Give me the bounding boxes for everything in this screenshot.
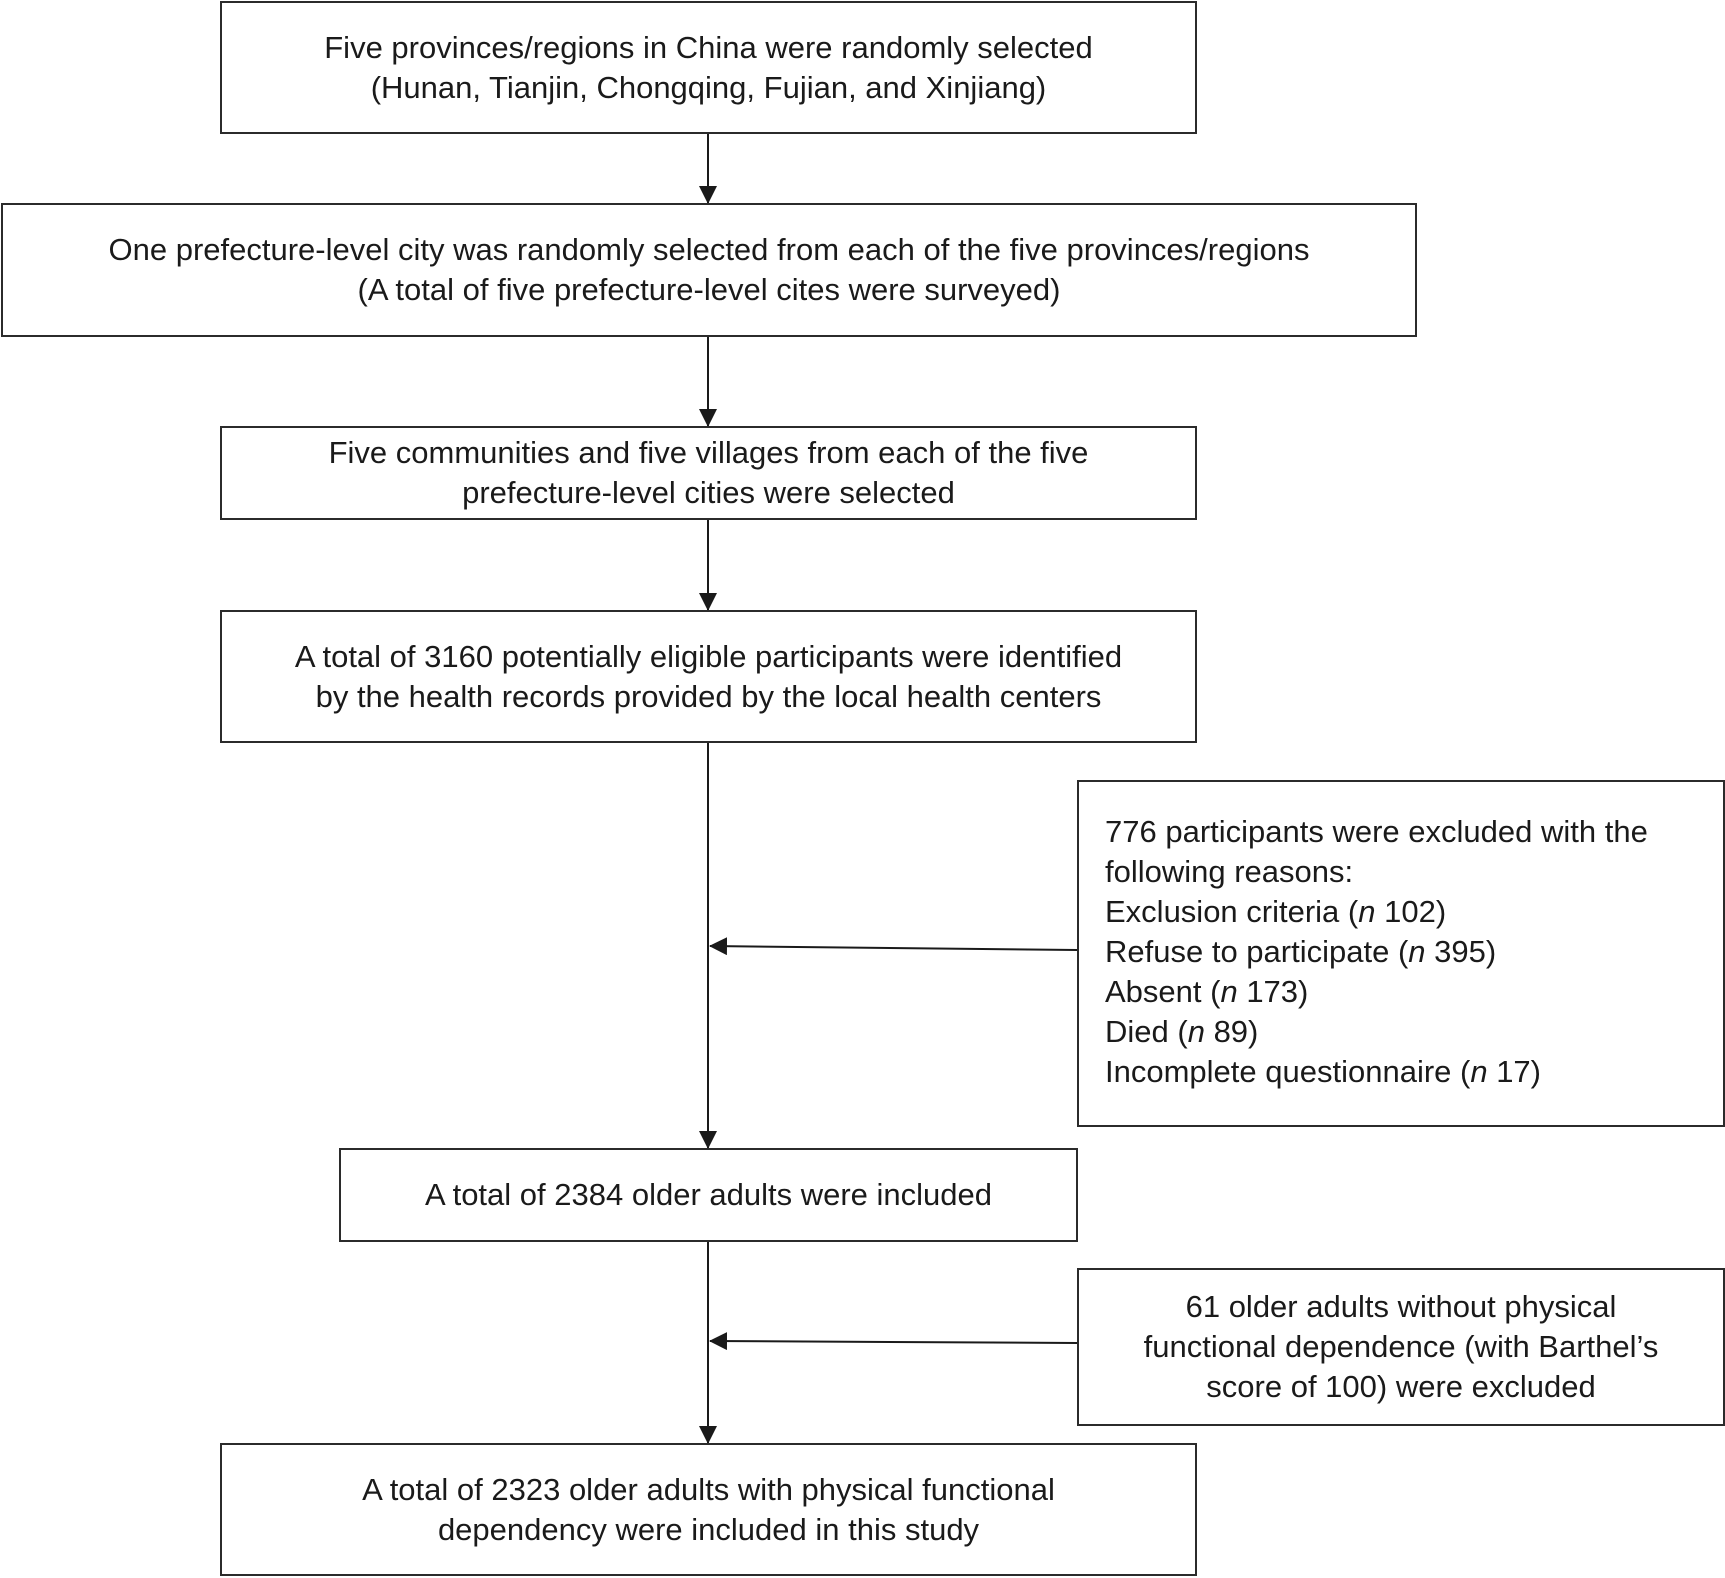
exclusion-reason: Died (n 89) bbox=[1105, 1012, 1723, 1052]
exclusion-reason-label: Absent ( bbox=[1105, 974, 1221, 1009]
box-barthel-exclusion: 61 older adults without physical functio… bbox=[1077, 1268, 1725, 1426]
box-included-adults-line-1: A total of 2384 older adults were includ… bbox=[425, 1177, 992, 1212]
box-province-selection-line-1: Five provinces/regions in China were ran… bbox=[324, 29, 1093, 65]
n-symbol: n bbox=[1220, 974, 1238, 1009]
n-symbol: n bbox=[1187, 1014, 1205, 1049]
box-eligible-participants: A total of 3160 potentially eligible par… bbox=[220, 610, 1197, 743]
box-eligible-participants-line-2: by the health records provided by the lo… bbox=[315, 678, 1102, 714]
exclusion-reason: Refuse to participate (n 395) bbox=[1105, 932, 1723, 972]
box-barthel-exclusion-line-2: functional dependence (with Barthel’s bbox=[1143, 1329, 1659, 1364]
box-city-selection-line-1: One prefecture-level city was randomly s… bbox=[108, 232, 1310, 267]
exclusion-intro-line-2: following reasons: bbox=[1105, 854, 1354, 889]
exclusion-reason-label: Refuse to participate ( bbox=[1105, 934, 1409, 969]
exclusion-reason: Exclusion criteria (n 102) bbox=[1105, 892, 1723, 932]
exclusion-reason-count: 89) bbox=[1204, 1014, 1259, 1049]
box-community-selection-line-1: Five communities and five villages from … bbox=[328, 435, 1089, 470]
box-city-selection-line-2: (A total of five prefecture-level cites … bbox=[357, 272, 1061, 307]
box-final-sample-line-1: A total of 2323 older adults with physic… bbox=[362, 1471, 1055, 1507]
box-community-selection: Five communities and five villages from … bbox=[220, 426, 1197, 520]
arrow-b7-exclusion bbox=[709, 1332, 1078, 1351]
exclusion-intro-line-1: 776 participants were excluded with the bbox=[1105, 814, 1648, 849]
exclusion-reason-count: 173) bbox=[1237, 974, 1309, 1009]
exclusion-reason: Absent (n 173) bbox=[1105, 972, 1723, 1012]
box-province-selection-line-2: (Hunan, Tianjin, Chongqing, Fujian, and … bbox=[370, 69, 1047, 105]
box-barthel-exclusion-line-1: 61 older adults without physical bbox=[1185, 1289, 1617, 1324]
n-symbol: n bbox=[1470, 1054, 1488, 1089]
exclusion-reason: Incomplete questionnaire (n 17) bbox=[1105, 1052, 1723, 1092]
box-barthel-exclusion-line-3: score of 100) were excluded bbox=[1206, 1369, 1596, 1404]
exclusion-reason-count: 395) bbox=[1425, 934, 1497, 969]
box-city-selection: One prefecture-level city was randomly s… bbox=[1, 203, 1417, 337]
box-eligible-participants-line-1: A total of 3160 potentially eligible par… bbox=[294, 638, 1123, 674]
box-final-sample: A total of 2323 older adults with physic… bbox=[220, 1443, 1197, 1576]
n-symbol: n bbox=[1358, 894, 1376, 929]
exclusion-reason-count: 102) bbox=[1375, 894, 1447, 929]
exclusion-reason-label: Incomplete questionnaire ( bbox=[1105, 1054, 1471, 1089]
box-final-sample-line-2: dependency were included in this study bbox=[437, 1511, 980, 1547]
box-province-selection: Five provinces/regions in China were ran… bbox=[220, 1, 1197, 134]
n-symbol: n bbox=[1408, 934, 1426, 969]
exclusion-reason-count: 17) bbox=[1487, 1054, 1541, 1089]
exclusion-reason-label: Exclusion criteria ( bbox=[1105, 894, 1359, 929]
exclusion-reason-label: Died ( bbox=[1105, 1014, 1188, 1049]
arrow-b5-exclusion bbox=[709, 937, 1078, 956]
box-exclusion-reasons: 776 participants were excluded with the … bbox=[1077, 780, 1725, 1127]
box-community-selection-line-2: prefecture-level cities were selected bbox=[462, 475, 955, 510]
box-included-adults: A total of 2384 older adults were includ… bbox=[339, 1148, 1078, 1242]
